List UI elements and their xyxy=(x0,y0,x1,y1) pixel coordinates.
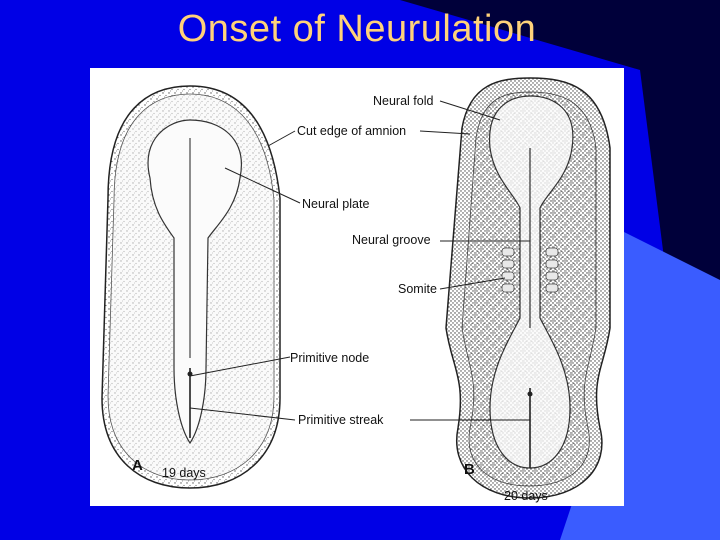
panel-b-letter: B xyxy=(464,461,475,478)
label-primitive-streak: Primitive streak xyxy=(298,413,384,427)
label-neural-plate: Neural plate xyxy=(302,197,370,211)
label-neural-groove: Neural groove xyxy=(352,233,431,247)
embryo-b xyxy=(445,77,611,499)
panel-a-letter: A xyxy=(132,457,143,474)
label-neural-fold: Neural fold xyxy=(373,94,434,108)
embryo-a xyxy=(101,85,281,489)
panel-b-age: 20 days xyxy=(504,489,548,503)
label-primitive-node: Primitive node xyxy=(290,351,370,365)
dark-accent-shape xyxy=(400,0,720,540)
leader-lines xyxy=(189,100,530,421)
slide-title: Onset of Neurulation xyxy=(177,8,537,50)
panel-a-age: 19 days xyxy=(162,466,206,480)
label-cut-edge-of-amnion: Cut edge of amnion xyxy=(297,124,407,138)
label-somite: Somite xyxy=(398,282,437,296)
embryo-figure: Neural fold Cut edge of amnion Neural pl… xyxy=(90,68,624,506)
embryo-illustration xyxy=(101,77,611,499)
